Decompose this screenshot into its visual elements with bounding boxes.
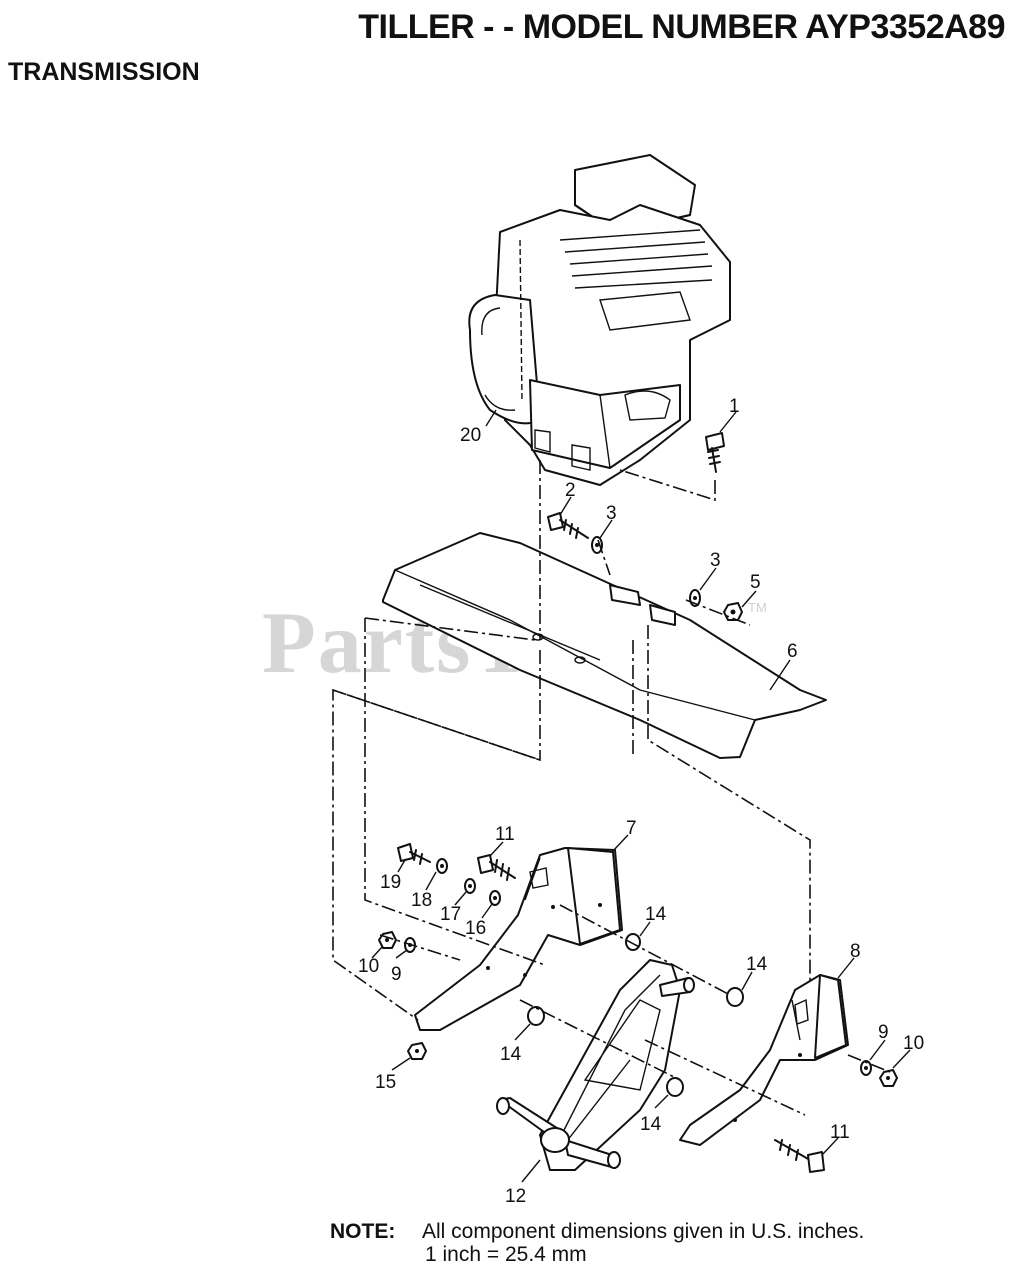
callout-19: 19 — [380, 872, 401, 893]
engine[interactable] — [468, 154, 731, 486]
callout-3b: 3 — [710, 550, 721, 571]
callout-14d: 14 — [640, 1114, 662, 1135]
bolt-part-11b[interactable] — [774, 1139, 825, 1173]
bolt-part-11a[interactable] — [477, 854, 516, 881]
note: NOTE: All component dimensions given in U… — [330, 1220, 864, 1266]
tine-shield-part-6[interactable] — [382, 532, 827, 759]
callout-6: 6 — [787, 641, 798, 662]
callout-5: 5 — [750, 572, 761, 593]
callout-16: 16 — [465, 918, 486, 939]
callout-10b: 10 — [903, 1033, 924, 1054]
callout-12: 12 — [505, 1186, 526, 1207]
callout-20: 20 — [460, 425, 481, 446]
callout-14b: 14 — [746, 954, 768, 975]
callout-17: 17 — [440, 904, 461, 925]
callout-14c: 14 — [500, 1044, 522, 1065]
callout-9b: 9 — [878, 1022, 889, 1043]
nut-part-5[interactable] — [723, 602, 743, 621]
callout-3a: 3 — [606, 503, 617, 524]
nut-part-10b[interactable] — [879, 1069, 898, 1087]
callout-2: 2 — [565, 480, 576, 501]
note-line-1: All component dimensions given in U.S. i… — [422, 1220, 865, 1243]
washer-part-16[interactable] — [489, 890, 501, 906]
bracket-part-7[interactable] — [414, 847, 623, 1031]
callout-10a: 10 — [358, 956, 379, 977]
callout-labels: 1 20 2 3 3 5 6 7 11 19 18 17 16 14 10 9 … — [358, 396, 924, 1207]
callout-8: 8 — [850, 941, 861, 962]
note-line-2: 1 inch = 25.4 mm — [425, 1243, 587, 1266]
transmission-part-12[interactable] — [496, 959, 695, 1171]
note-label: NOTE: — [330, 1220, 396, 1243]
callout-14a: 14 — [645, 904, 667, 925]
callout-9a: 9 — [391, 964, 402, 985]
washer-part-17[interactable] — [464, 878, 476, 894]
callout-11b: 11 — [830, 1122, 850, 1143]
bolt-part-19[interactable] — [397, 843, 431, 865]
washer-part-9b[interactable] — [860, 1060, 872, 1076]
bracket-part-8[interactable] — [679, 974, 849, 1146]
bolt-part-2[interactable] — [547, 512, 589, 539]
svg-text:TM: TM — [748, 600, 767, 615]
page-title: TILLER - - MODEL NUMBER AYP3352A89 — [358, 8, 1005, 46]
callout-15: 15 — [375, 1072, 396, 1093]
washer-part-18[interactable] — [436, 858, 448, 874]
spacer-part-14d[interactable] — [666, 1077, 684, 1097]
callout-11a: 11 — [495, 824, 515, 845]
section-title: TRANSMISSION — [8, 58, 200, 86]
nut-part-15[interactable] — [407, 1042, 427, 1060]
spacer-part-14c[interactable] — [527, 1006, 545, 1026]
callout-7: 7 — [626, 818, 637, 839]
callout-1: 1 — [729, 396, 740, 417]
bolt-part-1[interactable] — [705, 432, 725, 473]
spacer-part-14b[interactable] — [726, 987, 744, 1007]
callout-18: 18 — [411, 890, 432, 911]
nut-part-10a[interactable] — [378, 931, 397, 949]
spacer-part-14a[interactable] — [625, 933, 641, 951]
washer-part-3[interactable] — [591, 536, 603, 554]
leader-lines — [371, 409, 911, 1183]
assembly-lines — [332, 460, 891, 1116]
